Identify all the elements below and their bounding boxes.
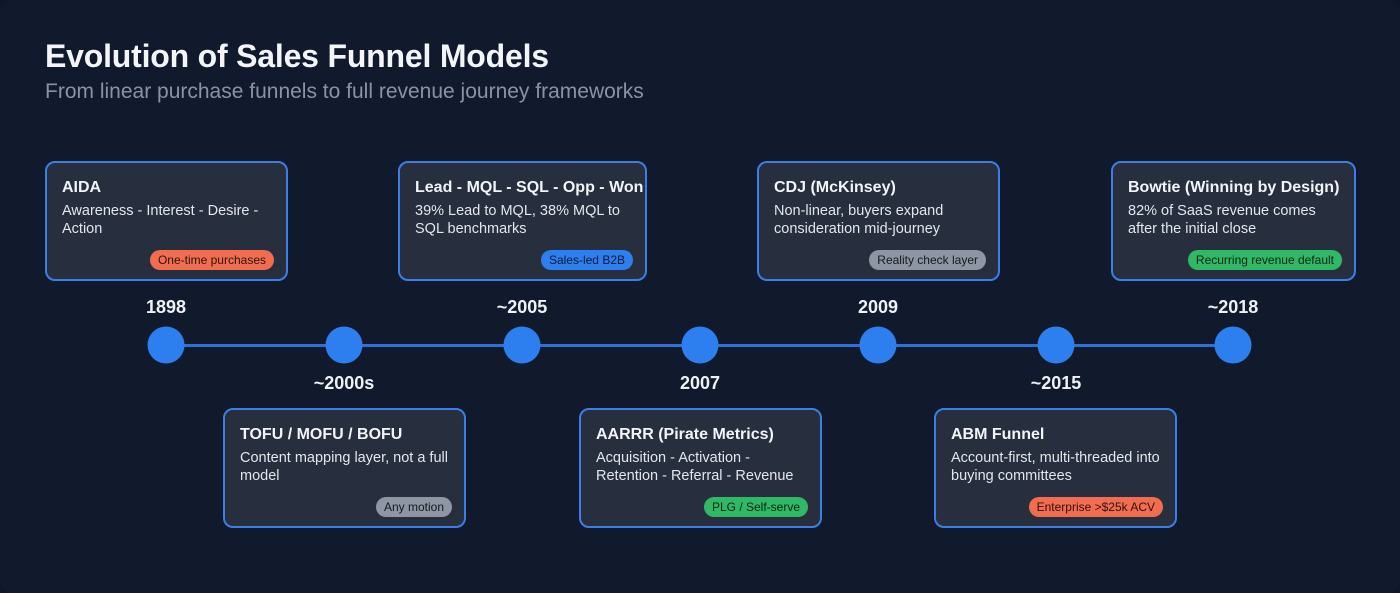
page-subtitle: From linear purchase funnels to full rev… (45, 80, 644, 103)
card-title: TOFU / MOFU / BOFU (240, 426, 403, 443)
card-title: CDJ (McKinsey) (774, 179, 896, 196)
badge-use-case: One-time purchases (149, 250, 274, 270)
card-title: Lead - MQL - SQL - Opp - Won (415, 179, 644, 196)
card-description: Content mapping layer, not a full model (240, 450, 448, 484)
card-description: Non-linear, buyers expand consideration … (774, 203, 944, 237)
card-tofu-mofu-bofu: TOFU / MOFU / BOFU Content mapping layer… (223, 408, 466, 528)
card-cdj: CDJ (McKinsey) Non-linear, buyers expand… (757, 161, 1000, 281)
badge-use-case: Recurring revenue default (1187, 250, 1342, 270)
timeline-node (859, 326, 897, 364)
card-description: 39% Lead to MQL, 38% MQL to SQL benchmar… (415, 203, 620, 237)
year-label: 1898 (145, 297, 187, 317)
page-title: Evolution of Sales Funnel Models (45, 38, 549, 74)
card-bowtie: Bowtie (Winning by Design) 82% of SaaS r… (1111, 161, 1356, 281)
year-label: 2007 (679, 373, 721, 393)
year-label: ~2015 (1030, 373, 1082, 393)
timeline-node (325, 326, 363, 364)
card-title: AIDA (62, 179, 102, 196)
badge-use-case: PLG / Self-serve (703, 497, 808, 517)
card-description: Account-first, multi-threaded into buyin… (951, 450, 1160, 484)
timeline-node (1037, 326, 1075, 364)
timeline-node (681, 326, 719, 364)
card-lead-mql-sql: Lead - MQL - SQL - Opp - Won 39% Lead to… (398, 161, 647, 281)
badge-use-case: Any motion (375, 497, 452, 517)
badge-use-case: Enterprise >$25k ACV (1028, 497, 1163, 517)
card-title: AARRR (Pirate Metrics) (596, 426, 774, 443)
card-description: Acquisition - Activation - Retention - R… (596, 450, 794, 484)
card-title: Bowtie (Winning by Design) (1128, 179, 1340, 196)
year-label: ~2018 (1207, 297, 1259, 317)
badge-use-case: Sales-led B2B (540, 250, 633, 270)
badge-use-case: Reality check layer (869, 250, 986, 270)
card-aida: AIDA Awareness - Interest - Desire - Act… (45, 161, 288, 281)
card-aarrr: AARRR (Pirate Metrics) Acquisition - Act… (579, 408, 822, 528)
card-abm-funnel: ABM Funnel Account-first, multi-threaded… (934, 408, 1177, 528)
year-label: 2009 (857, 297, 899, 317)
timeline-node (503, 326, 541, 364)
timeline-node (147, 326, 185, 364)
year-label: ~2005 (496, 297, 548, 317)
card-description: 82% of SaaS revenue comes after the init… (1128, 203, 1316, 237)
year-label: ~2000s (313, 373, 375, 393)
card-title: ABM Funnel (951, 426, 1045, 443)
timeline-node (1214, 326, 1252, 364)
card-description: Awareness - Interest - Desire - Action (62, 203, 259, 237)
